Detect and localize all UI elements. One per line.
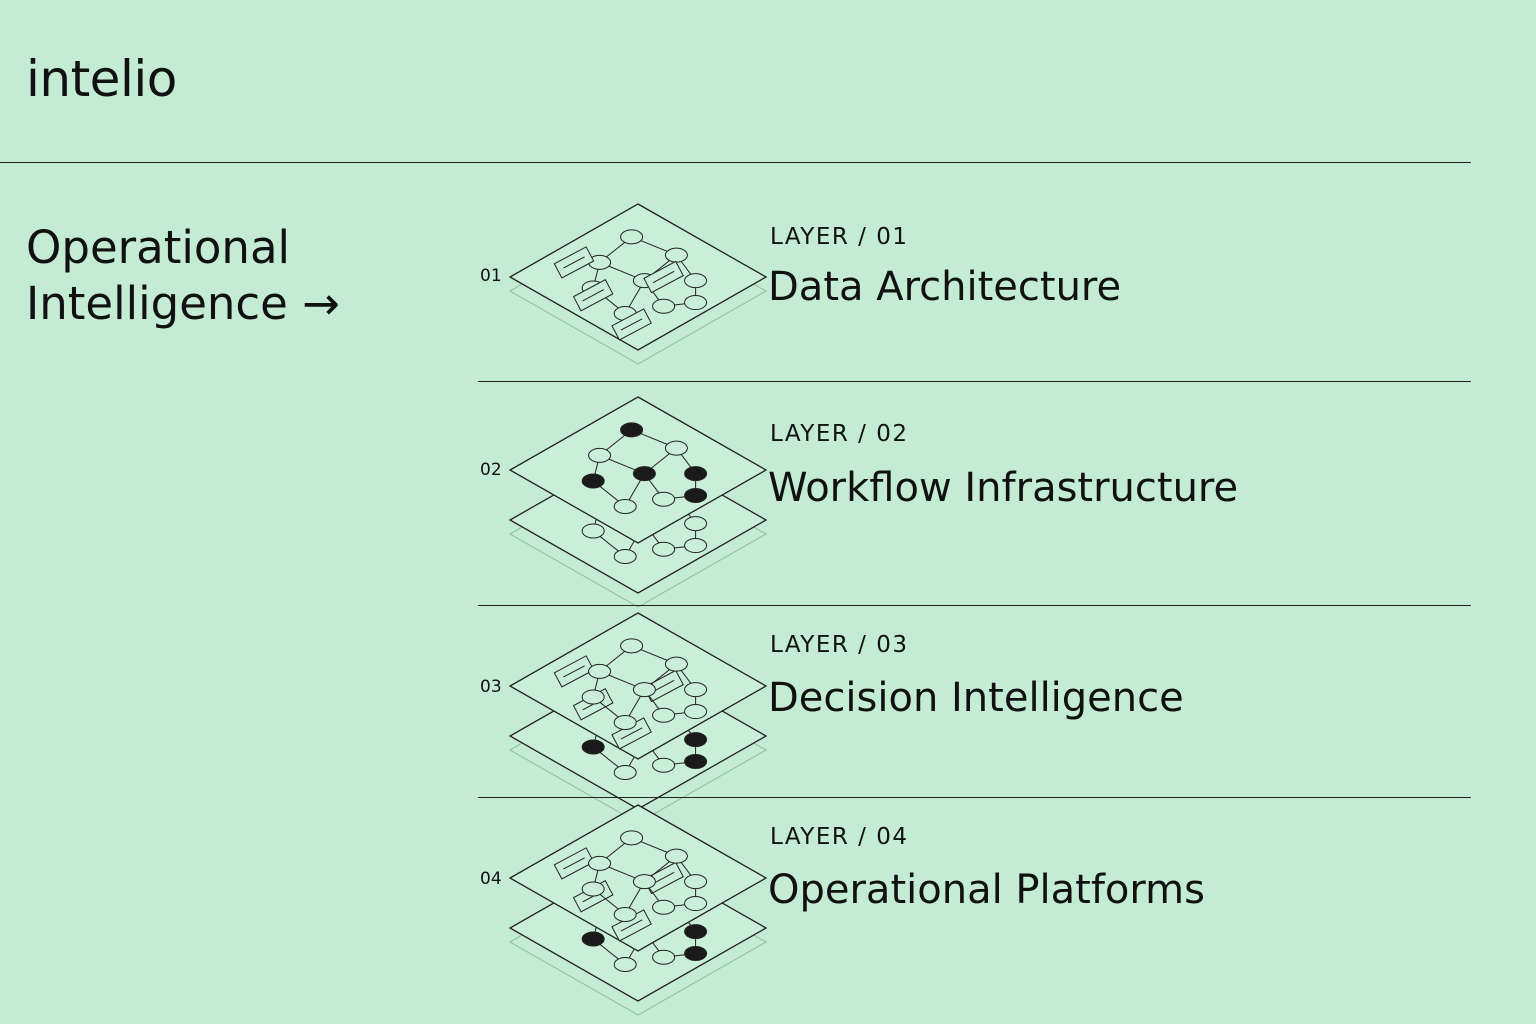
heading-line-2: Intelligence → <box>26 277 340 330</box>
node <box>652 707 676 723</box>
node <box>684 896 708 912</box>
node <box>664 656 688 672</box>
card-line <box>620 727 643 740</box>
card-line <box>620 919 643 932</box>
node <box>684 295 708 311</box>
node <box>652 491 676 507</box>
layer-row-4[interactable]: 04 LAYER / 04 Operational Platforms <box>478 804 1471 1024</box>
layer-illustration <box>508 612 768 824</box>
layer-row-1[interactable]: 01 LAYER / 01 Data Architecture <box>478 200 1471 381</box>
node <box>613 765 637 780</box>
layer-illustration <box>508 203 768 365</box>
layer-row-2[interactable]: 02 LAYER / 02 Workflow Infrastructure <box>478 393 1471 608</box>
heading-line-1: Operational <box>26 221 291 274</box>
card-line <box>563 665 585 678</box>
node <box>684 874 708 890</box>
node <box>588 663 612 679</box>
node <box>652 757 676 773</box>
node <box>652 949 676 965</box>
node <box>664 247 688 263</box>
layer-number: 02 <box>480 460 502 480</box>
hero-heading[interactable]: Operational Intelligence → <box>26 220 340 332</box>
layer-label: LAYER / 01 <box>770 224 909 250</box>
node <box>613 907 637 922</box>
node <box>588 447 612 463</box>
layer-label: LAYER / 02 <box>770 421 909 447</box>
node <box>684 732 708 748</box>
node <box>620 638 644 654</box>
node <box>664 440 688 456</box>
node <box>613 957 637 972</box>
header-divider <box>0 162 1471 163</box>
row-divider <box>478 797 1471 798</box>
layer-label: LAYER / 03 <box>770 632 909 658</box>
layer-illustration <box>508 804 768 1016</box>
node <box>652 541 676 557</box>
node <box>581 881 605 897</box>
node <box>581 689 605 705</box>
node <box>684 273 708 289</box>
layer-title: Data Architecture <box>768 264 1122 310</box>
card-line <box>652 270 675 284</box>
card-line <box>582 289 605 302</box>
node <box>613 715 637 730</box>
layer-title: Operational Platforms <box>768 867 1205 913</box>
node <box>684 754 708 770</box>
node <box>684 538 708 554</box>
node <box>613 499 637 514</box>
node <box>581 473 605 489</box>
logo[interactable]: intelio <box>26 50 177 108</box>
node <box>684 924 708 940</box>
card-line <box>563 256 585 269</box>
layer-number: 03 <box>480 677 502 697</box>
layer-label: LAYER / 04 <box>770 824 909 850</box>
node <box>684 946 708 962</box>
node <box>620 830 644 846</box>
layer-title: Workflow Infrastructure <box>768 465 1239 511</box>
row-divider <box>478 381 1471 382</box>
row-divider <box>478 605 1471 606</box>
node <box>632 682 656 698</box>
card-line <box>652 679 675 693</box>
node <box>632 874 656 890</box>
node <box>581 931 605 947</box>
node <box>581 739 605 755</box>
node <box>652 899 676 915</box>
layer-number: 04 <box>480 869 502 889</box>
node <box>620 422 644 438</box>
layer-illustration <box>508 396 768 608</box>
layer-title: Decision Intelligence <box>768 675 1184 721</box>
node <box>588 855 612 871</box>
node <box>684 516 708 532</box>
node <box>684 466 708 482</box>
node <box>613 549 637 564</box>
layer-row-3[interactable]: 03 LAYER / 03 Decision Intelligence <box>478 612 1471 824</box>
node <box>684 488 708 504</box>
node <box>581 523 605 539</box>
node <box>652 298 676 314</box>
node <box>632 466 656 482</box>
card-line <box>563 857 585 870</box>
node <box>664 848 688 864</box>
node <box>684 704 708 720</box>
layer-number: 01 <box>480 266 502 286</box>
node <box>620 229 644 245</box>
node <box>684 682 708 698</box>
card-line <box>652 871 675 885</box>
card-line <box>620 318 643 331</box>
